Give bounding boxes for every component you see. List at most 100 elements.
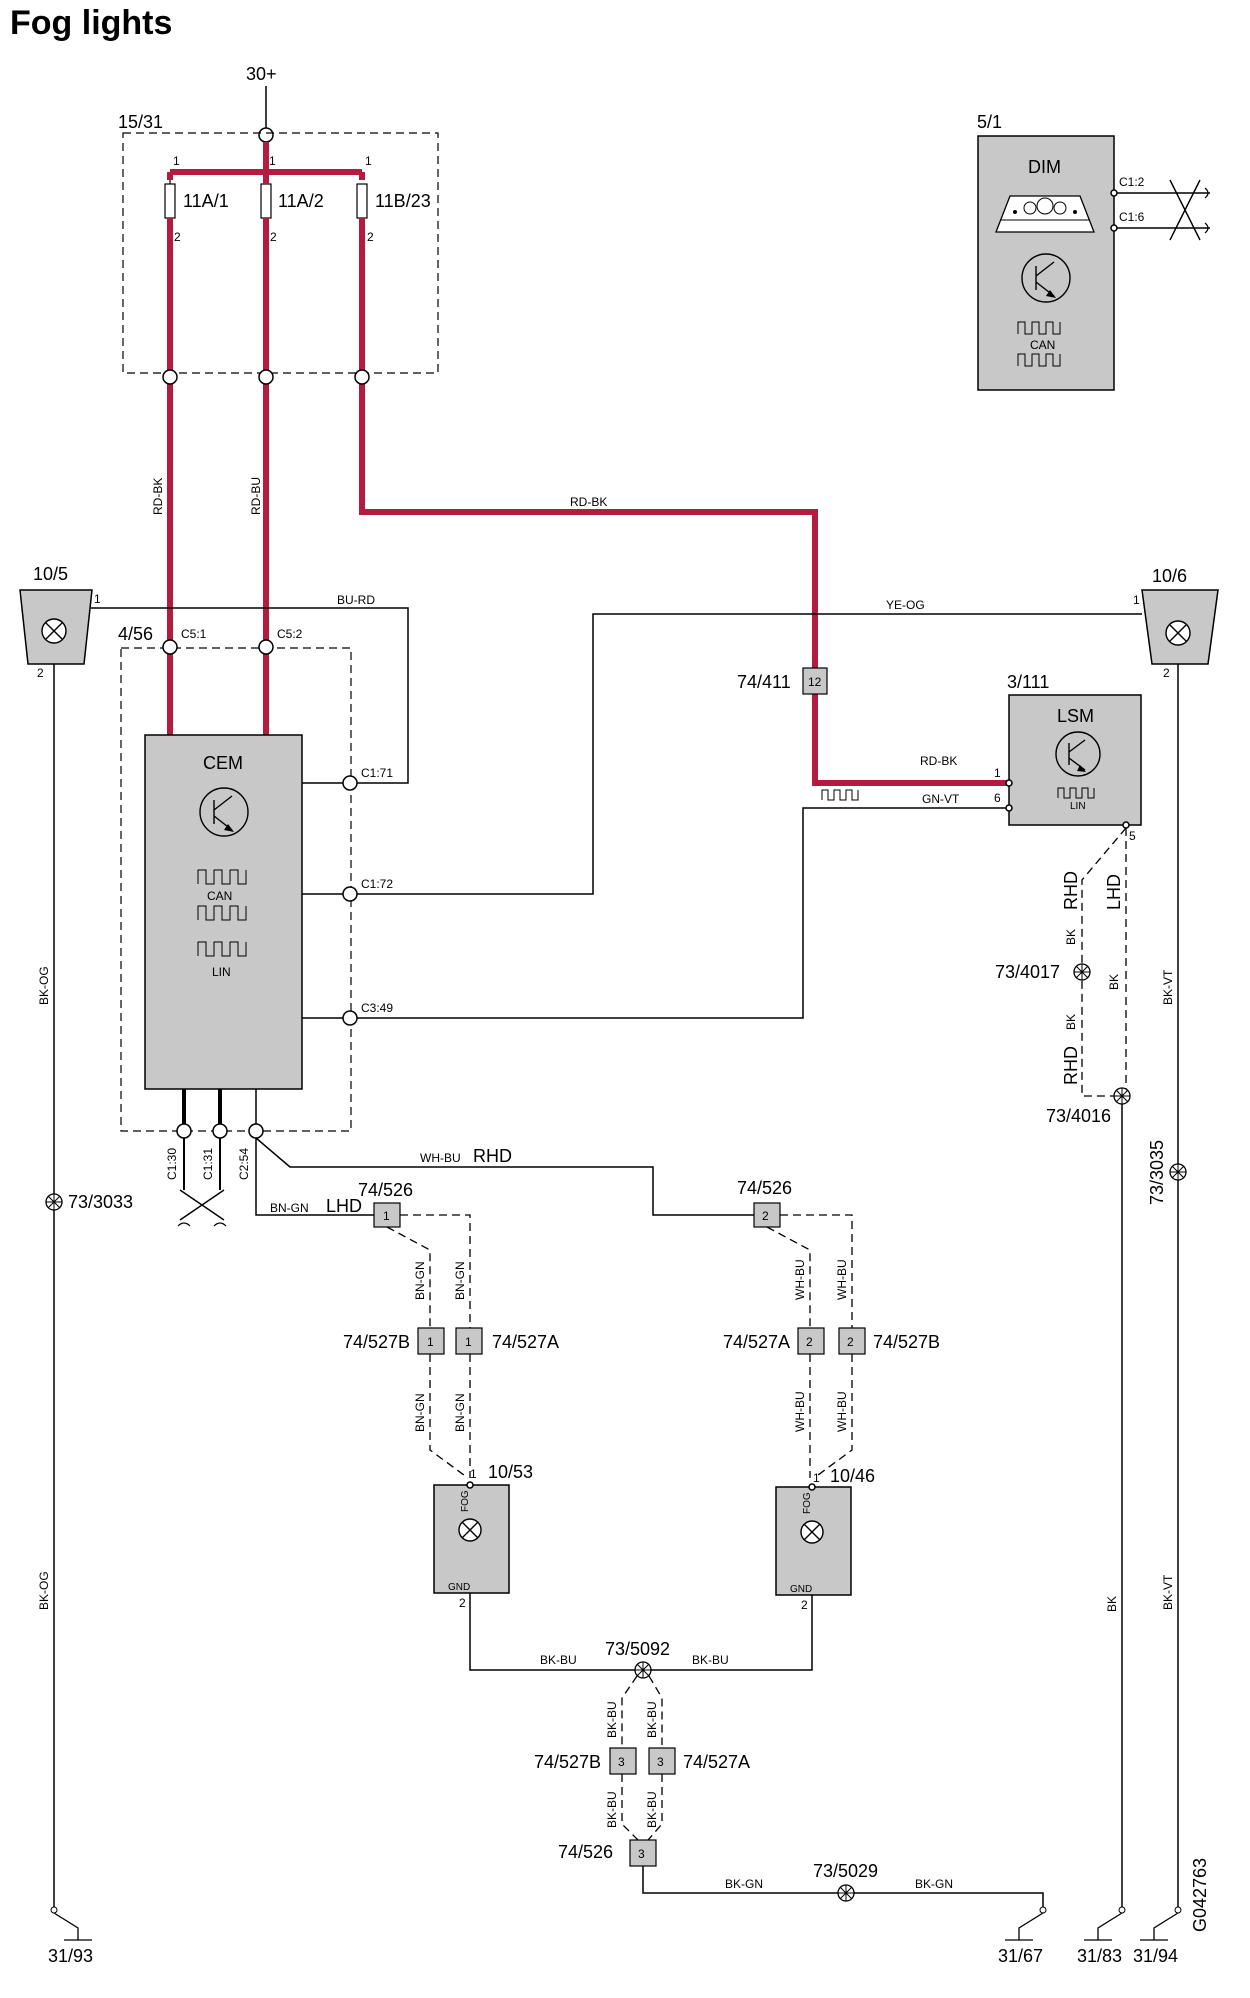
wire-label-lhd-2: LHD [1104, 874, 1124, 910]
cem-id: 4/56 [118, 624, 153, 644]
splice-73-3035 [1169, 1163, 1187, 1181]
ground-31-67-label: 31/67 [998, 1946, 1043, 1966]
lamp-right-id: 10/6 [1152, 566, 1187, 586]
wire-label-bk-bu-3: BK-BU [605, 1701, 619, 1738]
cem-pin-c171 [342, 775, 358, 791]
wire-label-rd-bk-1: RD-BK [151, 478, 165, 515]
wire-label-bu-rd: BU-RD [337, 593, 375, 607]
dash-lhd-a [386, 1226, 431, 1328]
ground-31-83-label: 31/83 [1077, 1946, 1122, 1966]
lin-signal-icon [821, 789, 859, 801]
fog-right-pin1-node [808, 1483, 816, 1491]
svg-text:2: 2 [847, 1335, 854, 1349]
dash-rhd-b [780, 1214, 853, 1328]
lamp-left-pin2: 2 [37, 666, 44, 680]
fog-right-pin1: 1 [813, 1471, 820, 1485]
lsm-pin1 [1005, 779, 1013, 787]
wire-label-rhd-1: RHD [473, 1146, 512, 1166]
splice-73-4017-label: 73/4017 [995, 962, 1060, 982]
cem-pin-c130 [176, 1123, 192, 1139]
cem-module [144, 734, 303, 1090]
fusebox-id: 15/31 [118, 112, 163, 132]
wire-label-bk-2: BK [1107, 974, 1121, 990]
svg-text:3: 3 [618, 1755, 625, 1769]
connector-74-527a-pin1 [455, 1327, 483, 1355]
dim-twist-icon [1169, 179, 1209, 241]
wire-label-bk-bu-5: BK-BU [605, 1791, 619, 1828]
wire-label-bn-gn-2: BN-GN [453, 1261, 467, 1300]
cem-can-label: CAN [207, 889, 232, 903]
lsm-transistor-icon [1055, 731, 1101, 777]
cem-pin-c131-label: C1:31 [201, 1148, 215, 1180]
wire-label-bn-gn-lhd: BN-GN [270, 1201, 309, 1215]
ground-31-93 [50, 1906, 92, 1941]
wire-label-rhd-3: RHD [1061, 1046, 1081, 1085]
lsm-lin-icon [1057, 787, 1095, 799]
cem-pin-c51 [162, 639, 178, 655]
splice-73-5092 [634, 1661, 652, 1679]
svg-text:1: 1 [427, 1335, 434, 1349]
wire-label-wh-bu-rhd: WH-BU [420, 1151, 461, 1165]
dash-gnd-d [647, 1774, 663, 1841]
wire-label-bk-bu-6: BK-BU [645, 1791, 659, 1828]
cem-pin-c172-label: C1:72 [361, 877, 393, 891]
dim-id: 5/1 [977, 112, 1002, 132]
fog-right-lamp-icon [800, 1520, 824, 1544]
dash-lhd-c [429, 1354, 469, 1479]
fog-left-pin1: 1 [470, 1467, 477, 1481]
fog-right-pin2: 2 [801, 1598, 808, 1612]
splice-73-3035-label: 73/3035 [1147, 1140, 1167, 1205]
dash-gnd-b [621, 1675, 638, 1745]
fog-left-id: 10/53 [488, 1462, 533, 1482]
splice-73-4017 [1073, 963, 1091, 981]
lsm-pin5-label: 5 [1129, 829, 1136, 843]
connector-74-527a-label-3: 74/527A [683, 1752, 750, 1772]
splice-73-3033 [45, 1193, 63, 1211]
dim-display-icon [995, 195, 1095, 233]
wire-label-bk-bu-4: BK-BU [645, 1701, 659, 1738]
dash-gnd-c [621, 1774, 639, 1841]
wire-label-bk-gn-1: BK-GN [725, 1877, 763, 1891]
svg-text:2: 2 [367, 230, 374, 244]
wire-label-bk-bu-2: BK-BU [692, 1653, 729, 1667]
connector-74-527a-pin3 [648, 1747, 676, 1775]
svg-text:2: 2 [270, 230, 277, 244]
fusebox-node-1 [162, 369, 178, 385]
fusebox-node-2 [258, 369, 274, 385]
svg-text:11A/1: 11A/1 [183, 191, 229, 211]
cem-pin-c171-label: C1:71 [361, 766, 393, 780]
dim-name: DIM [1028, 157, 1061, 177]
splice-73-4016 [1113, 1087, 1131, 1105]
dim-module [977, 135, 1115, 391]
svg-text:2: 2 [806, 1335, 813, 1349]
wire-label-gn-vt: GN-VT [922, 792, 960, 806]
connector-74-526-label-2: 74/526 [737, 1178, 792, 1198]
svg-text:2: 2 [174, 230, 181, 244]
wire-gn-vt [357, 807, 1009, 1019]
can-twist-icon [177, 1138, 227, 1227]
wire-bn-gn-lhd [255, 1138, 374, 1216]
connector-74-527b-pin2 [838, 1327, 866, 1355]
svg-text:1: 1 [269, 154, 276, 168]
splice-73-3033-label: 73/3033 [68, 1192, 133, 1212]
svg-text:11A/2: 11A/2 [278, 191, 324, 211]
ground-31-94-label: 31/94 [1133, 1946, 1178, 1966]
lamp-left-pin1: 1 [94, 592, 101, 606]
connector-74-527a-pin2 [797, 1327, 825, 1355]
lamp-right [1141, 589, 1219, 665]
wire-label-bk-4: BK [1105, 1596, 1119, 1612]
cem-transistor-icon [199, 787, 249, 837]
wire-label-wh-bu-2: WH-BU [835, 1259, 849, 1300]
dash-rhd-a [766, 1226, 811, 1328]
dim-can-icon [1017, 321, 1061, 367]
dim-pin-c12 [1110, 189, 1118, 197]
ground-31-83 [1084, 1906, 1126, 1941]
lsm-lin-label: LIN [1070, 801, 1086, 812]
wire-ye-og [357, 613, 1142, 895]
lsm-pin6-label: 6 [994, 791, 1001, 805]
cem-pin-c172 [342, 886, 358, 902]
connector-74-411 [802, 667, 828, 695]
connector-74-527b-pin1 [417, 1327, 445, 1355]
svg-text:1: 1 [365, 154, 372, 168]
svg-text:3: 3 [638, 1847, 645, 1861]
